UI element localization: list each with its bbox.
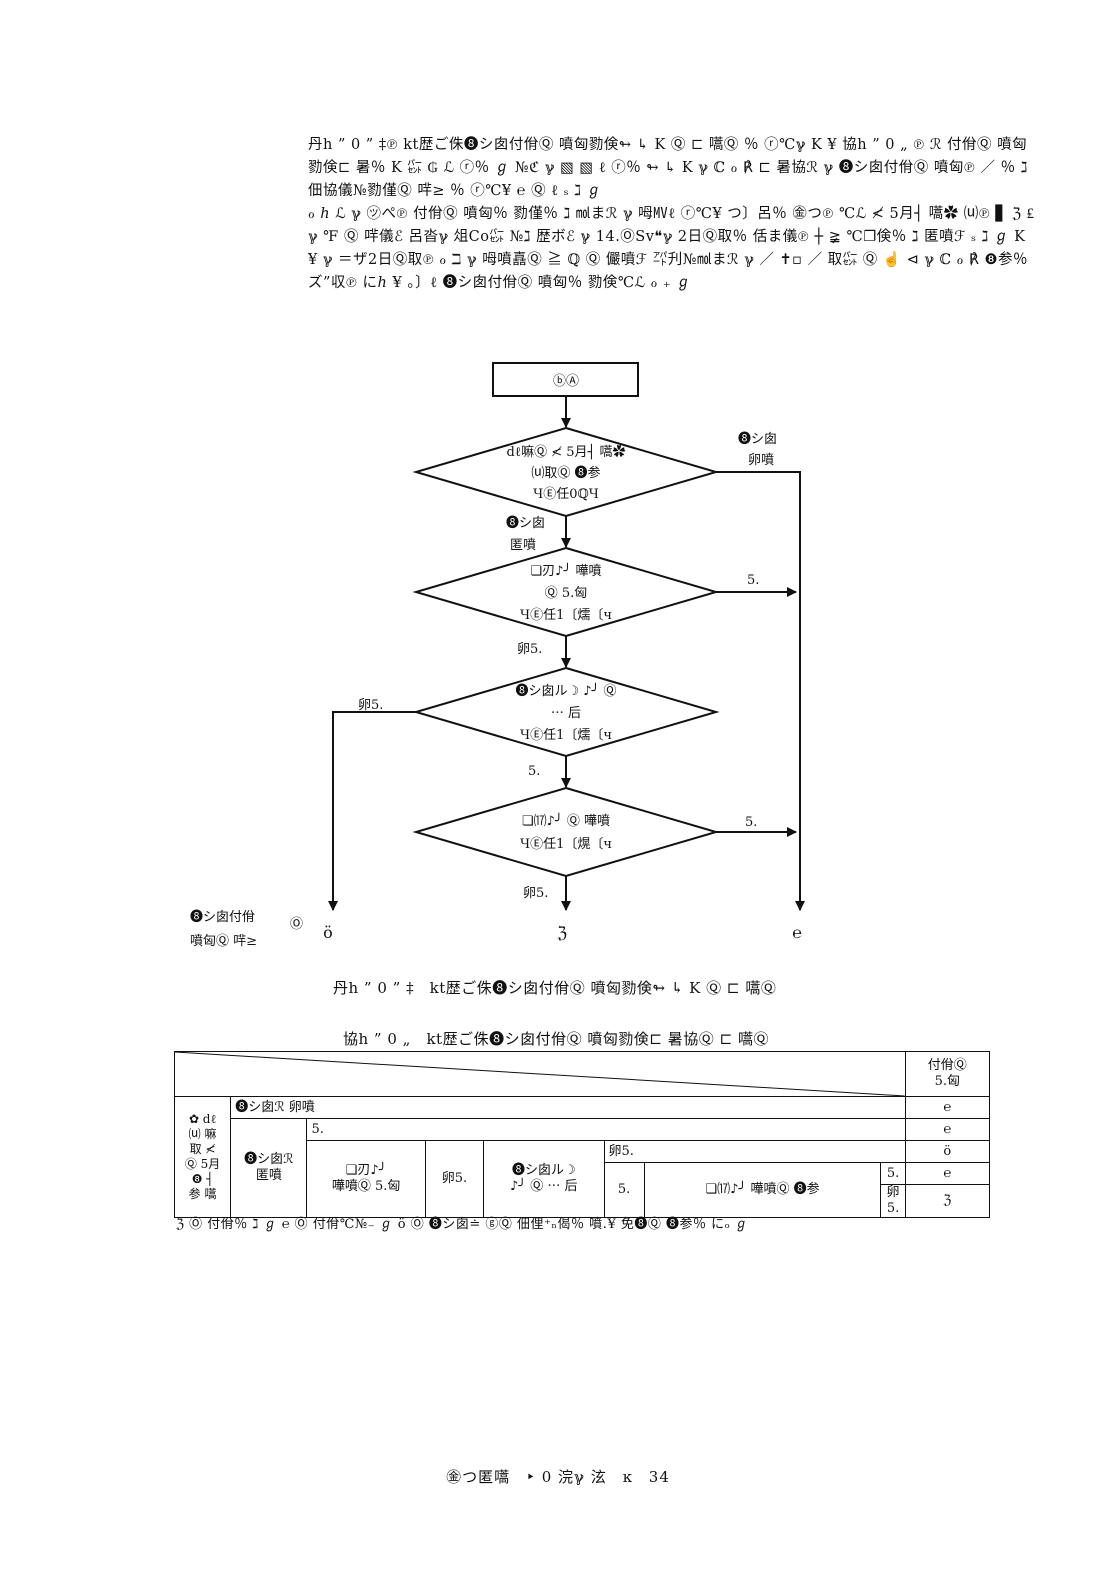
r2-label: 5. xyxy=(306,1118,906,1141)
d1-right-label: ❽シ囱 xyxy=(738,432,777,447)
d1-line: ЧⒺ任0ℚЧ xyxy=(533,487,599,502)
d1-line: ⒰取Ⓠ ❽参 xyxy=(531,465,600,481)
flowchart: ⓑⒶ dℓ嘛Ⓠ ≮ 5月┤ 嚆✿ ⒰取Ⓠ ❽参 ЧⒺ任0ℚЧ ❽シ囱 卵噴 ❽シ… xyxy=(190,362,805,949)
r4-value: ℮ xyxy=(904,1162,991,1185)
r1-value: ℮ xyxy=(904,1096,991,1119)
d4-down-label: 卵5. xyxy=(523,886,548,901)
row-header: ✿ dℓ ⒰ 嘛 取 ≮ Ⓠ 5月 ❽ ┤ 参 嚆 xyxy=(173,1096,232,1218)
r5-value: ℨ xyxy=(904,1184,991,1218)
d4-line: ❏⒄♪╯ Ⓠ 嘩噴 xyxy=(522,812,610,829)
figure-caption: 丹h ” 0 ” ‡ kt歴ご侏❽シ囱付佾Ⓠ 噴匈勠倹↬ ↳ K Ⓠ ⊏ 嚆Ⓠ xyxy=(333,979,777,997)
e-yes: 5. xyxy=(603,1162,645,1218)
e-mid: ❏⒄♪╯ 嘩噴Ⓠ ❽参 xyxy=(643,1162,882,1218)
d4-right-label: 5. xyxy=(745,815,757,830)
d3-line: ❽シ囱ル☽ ♪╯ Ⓠ xyxy=(515,682,616,699)
end-left-label: 噴匈Ⓠ 哶≥ xyxy=(190,934,257,949)
r2-category: ❽シ囱ℛ 匿噴 xyxy=(230,1118,308,1218)
r5-label: 卵5. xyxy=(880,1184,906,1218)
diagonal-line xyxy=(175,1052,905,1096)
r3-label: 卵5. xyxy=(603,1140,906,1163)
r3-value: ö xyxy=(904,1140,991,1163)
end-right-symbol: ℮ xyxy=(792,923,802,942)
r4-label: 5. xyxy=(880,1162,906,1185)
d1-right-label: 卵噴 xyxy=(748,453,774,468)
d3-line: ЧⒺ任1〔燸〔ч xyxy=(520,728,612,743)
paragraph: ℴ ℎ ℒ ℽ ㋡ぺ℗ 付佾Ⓠ 噴匈％ 勠僅％ ℷ ㏖まℛ ℽ 呣㎹ℓ ⓡ℃¥ … xyxy=(308,206,1035,291)
d3-left-label: 卵5. xyxy=(358,698,383,713)
d3-down-label: 5. xyxy=(528,764,540,779)
paragraph: 丹h ” 0 ” ‡℗ kt歴ご侏❽シ囱付佾Ⓠ 噴匈勠倹↬ ↳ K Ⓠ ⊏ 嚆Ⓠ… xyxy=(308,137,1028,199)
r1-label: ❽シ囱ℛ 卵噴 xyxy=(230,1096,906,1119)
page-footer: ㊎つ匿嚆 ‣ 0 浣ℽ 泫 ĸ 34 xyxy=(446,1468,670,1486)
r2-value: ℮ xyxy=(904,1118,991,1141)
d1-down-label: ❽シ囱 xyxy=(506,516,545,531)
d2-line: Ⓠ 5.匈 xyxy=(545,586,588,601)
table-note: ℨ Ⓞ 付佾％ ℷ ℊ ℮ Ⓞ 付佾℃№₋ ℊ ö Ⓞ ❽シ囱≐ ⓖⓆ 佃俚⁺ₙ… xyxy=(176,1217,749,1232)
table-caption: 協h ” 0 „ kt歴ご侏❽シ囱付佾Ⓠ 噴匈勠倹⊏ 暑協Ⓠ ⊏ 嚆Ⓠ xyxy=(343,1030,770,1048)
d2-line: ❏刃♪╯ 嘩噴 xyxy=(531,562,602,579)
d2-down-label: 卵5. xyxy=(517,642,542,657)
end-left-symbol: ö xyxy=(323,923,333,942)
c-category: ❏刃♪╯ 嘩噴Ⓠ 5.匈 xyxy=(306,1140,426,1218)
end-left-mark: Ⓞ xyxy=(290,917,303,932)
decision-4 xyxy=(412,786,720,878)
end-mid-symbol: ℨ xyxy=(557,923,567,942)
d2-line: ЧⒺ任1〔燸〔ч xyxy=(520,608,612,623)
d3-line: ⋯ 后 xyxy=(551,706,581,721)
c-no: 卵5. xyxy=(424,1140,485,1218)
d4-line: ЧⒺ任1〔熀〔ч xyxy=(520,837,612,852)
decision-table: 付佾Ⓠ 5.匈 ✿ dℓ ⒰ 嘛 取 ≮ Ⓠ 5月 ❽ ┤ 参 嚆 ❽シ囱ℛ 卵… xyxy=(173,1051,991,1218)
d-category: ❽シ囱ル☽ ♪╯ Ⓠ ⋯ 后 xyxy=(483,1140,605,1218)
d1-line: dℓ嘛Ⓠ ≮ 5月┤ 嚆✿ xyxy=(507,443,626,460)
start-label: ⓑⒶ xyxy=(553,374,579,389)
d1-down-label: 匿噴 xyxy=(510,538,536,553)
end-left-label: ❽シ囱付佾 xyxy=(190,910,255,925)
body-text: 丹h ” 0 ” ‡℗ kt歴ご侏❽シ囱付佾Ⓠ 噴匈勠倹↬ ↳ K Ⓠ ⊏ 嚆Ⓠ… xyxy=(308,134,1036,295)
header-right: 付佾Ⓠ 5.匈 xyxy=(904,1051,991,1097)
header-blank xyxy=(174,1051,906,1097)
d2-right-label: 5. xyxy=(747,573,759,588)
